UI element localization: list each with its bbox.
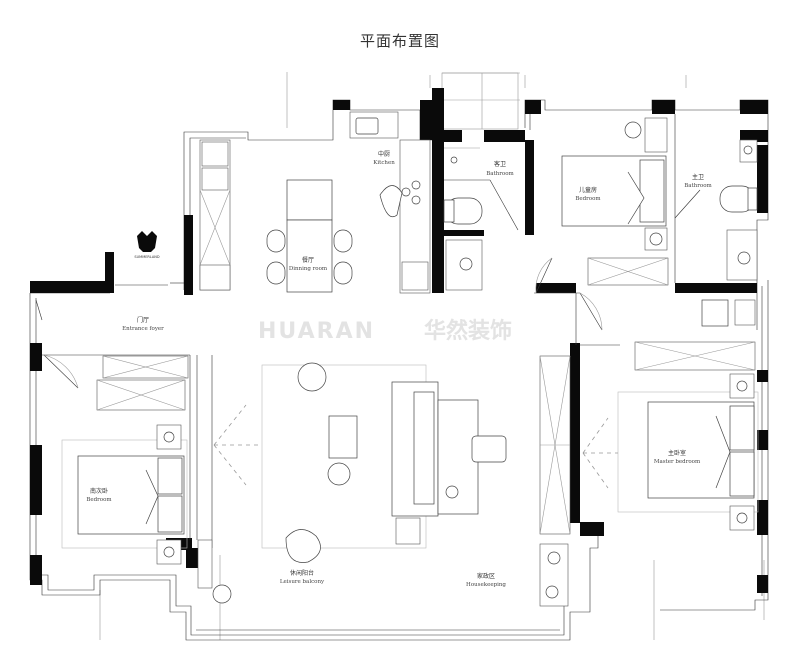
- label-master-bedroom-zh: 主卧室: [668, 449, 686, 457]
- label-master-bath-zh: 主卫: [692, 173, 704, 181]
- label-kitchen-zh: 中厨: [378, 150, 390, 158]
- dining-set: [266, 179, 353, 293]
- label-master-bath-en: Bathroom: [684, 183, 712, 189]
- label-dining-en: Dinning room: [289, 266, 328, 272]
- label-leisure-balcony-en: Leisure balcony: [280, 579, 325, 585]
- label-housekeeping-en: Housekeeping: [466, 582, 506, 588]
- label-dining-zh: 餐厅: [302, 256, 314, 264]
- label-kids-bedroom-zh: 儿童房: [579, 186, 597, 194]
- master-bedroom-furniture: [539, 341, 759, 607]
- living-area-furniture: [197, 362, 507, 604]
- label-guest-bath-en: Bathroom: [486, 171, 514, 177]
- label-guest-bath-zh: 客卫: [494, 160, 506, 168]
- label-master-bedroom-en: Master bedroom: [654, 459, 701, 465]
- doors: [35, 179, 701, 389]
- watermark-chinese: 华然装饰: [424, 318, 512, 344]
- label-kitchen-en: Kitchen: [373, 160, 395, 166]
- label-entrance-zh: 门厅: [137, 316, 149, 324]
- label-leisure-balcony-zh: 休闲阳台: [290, 569, 314, 577]
- room-labels: 中厨 Kitchen 餐厅 Dinning room 客卫 Bathroom 儿…: [86, 150, 712, 588]
- kitchen-fixtures: [199, 111, 431, 294]
- label-second-bedroom-en: Bedroom: [86, 497, 112, 503]
- guest-bath-fixtures: [443, 147, 483, 291]
- partitions: [42, 114, 676, 548]
- watermark-latin: HUARAN: [258, 319, 375, 344]
- label-kids-bedroom-en: Bedroom: [575, 196, 601, 202]
- plan-title: 平面布置图: [359, 32, 440, 50]
- brand-watermark: HUARAN 华然装饰: [258, 318, 512, 344]
- kids-bedroom-furniture: [561, 117, 669, 286]
- structural-walls: [30, 88, 768, 593]
- summerland-logo: SUMMERLAND: [134, 231, 160, 259]
- label-second-bedroom-zh: 南次卧: [90, 487, 108, 495]
- master-bath-fixtures: [701, 139, 758, 327]
- second-bedroom-furniture: [61, 355, 189, 565]
- label-entrance-en: Entrance foyer: [122, 326, 164, 332]
- label-housekeeping-zh: 家政区: [477, 572, 495, 580]
- logo-text: SUMMERLAND: [134, 255, 160, 259]
- view-indicators: [213, 404, 618, 489]
